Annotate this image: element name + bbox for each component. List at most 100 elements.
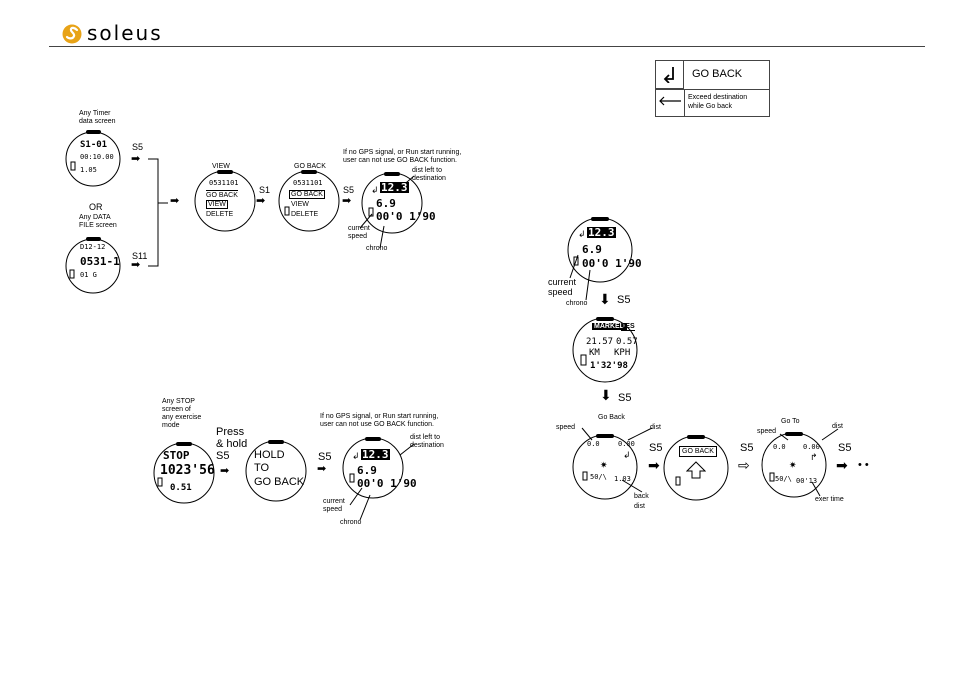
view-delete-item: DELETE [206,211,234,218]
arrow-right-icon: ➡ [131,153,141,165]
gb-back-label-1: back [634,493,649,500]
goback-screen-label: GO BACK [679,446,717,457]
ann-dist-1: dist left to [412,167,442,174]
gb-speed-value: 0.0 [587,440,600,448]
arrow-right-icon: ➡ [317,463,327,475]
stop-caption-2: screen of [162,406,191,413]
ann3-chrono: chrono [566,300,588,307]
stop-dist: 0.51 [170,483,192,493]
ann-speed-2: speed [348,233,368,240]
stop-word: STOP [163,449,190,462]
hold-1: HOLD [254,449,285,461]
brand-name: soleus [87,21,163,45]
data-caption-2: FILE screen [79,222,117,229]
ann2-chrono: chrono [340,519,362,526]
val-left: 21.57 [586,337,614,347]
up-arrow-icon [686,461,706,479]
press-2: & hold [216,438,248,450]
legend-exceed-line2: while Go back [688,103,732,110]
s5c-label: S5 [649,442,663,454]
return-arrow-icon: ↲ [371,185,379,195]
s5b-label: S5 [618,392,632,404]
legend-box [655,60,770,117]
gt-dist-value: 0.00 [803,443,820,451]
gb-back-label-2: dist [634,503,645,510]
return-arrow-icon: ↲ [623,450,631,460]
run3-chrono: 00'0 1'90 [582,257,642,270]
gb-back-value: 1.03 [614,475,631,483]
goback-title: Go Back [598,414,625,421]
timer-caption-2: data screen [79,118,116,125]
run3-speed: 6.9 [582,243,602,256]
arrow-right-icon: ➡ [648,457,660,473]
s5-label: S5 [132,142,144,152]
view-goback-item: GO BACK [206,190,238,199]
view-view-item: VIEW [206,200,228,209]
data-caption-1: Any DATA [79,214,111,221]
header-divider [49,46,925,47]
ann-speed-1: current [348,225,370,232]
hold-2: TO [254,462,270,474]
val-right: 0.57 [616,337,638,347]
data-line1: D12-12 [80,243,106,251]
gt-speed-label: speed [757,428,777,435]
tab-tes: TES [621,323,635,331]
gb-delete-item: DELETE [291,211,319,218]
satellite-icon: ✷ [789,460,797,470]
gt-speed-value: 0.0 [773,443,786,451]
ann2-dist-2: destination [410,442,444,449]
ann-dist-2: destination [412,175,446,182]
view-caption: VIEW [212,163,230,170]
note2-line1: If no GPS signal, or Run start running, [320,413,439,420]
gt-time-label: exer time [815,496,844,503]
gb-speed-label: speed [556,424,576,431]
ann3-speed-2: speed [548,287,573,297]
note-line1: If no GPS signal, or Run start running, [343,149,462,156]
run2-dist: 12.3 [361,448,390,461]
arrow-right-icon: ➡ [131,259,141,271]
satellite-icon: ✷ [600,460,608,470]
gb-goback-item: GO BACK [289,190,325,199]
timer-caption-1: Any Timer [79,110,111,117]
press-3: S5 [216,450,230,462]
return-arrow-icon: ↱ [810,452,818,462]
return-arrow-icon: ↲ [578,229,586,239]
legend-exceed-line1: Exceed destination [688,94,748,101]
s5a-label: S5 [617,294,631,306]
data-line2: 0531-1 [80,255,120,268]
legend-goback-label: GO BACK [692,68,743,80]
stop-time: 1023'56 [160,463,215,478]
ann2-dist-1: dist left to [410,434,440,441]
ann3-speed-1: current [548,277,577,287]
hold-3: GO BACK [254,476,305,488]
gt-dist-label: dist [832,423,843,430]
gb-date: 0531101 [293,179,323,187]
run-speed: 6.9 [376,197,396,210]
gt-50: 50/\ [775,475,792,483]
return-arrow-icon: ↲ [352,451,360,461]
s5b-label: S5 [343,185,355,195]
arrow-right-icon: ➡ [256,195,266,207]
timer-line3: 1.05 [80,166,97,174]
or-label: OR [89,202,103,212]
timer-line1: S1-01 [80,140,108,150]
gb-view-item: VIEW [291,201,309,208]
arrow-right-icon: ➡ [170,195,180,207]
gt-time-value: 00'13 [796,477,818,485]
lap-time: 1'32'98 [590,361,628,371]
run-chrono: 00'0 1'90 [376,210,436,223]
unit-right: KPH [614,348,631,358]
run-dist: 12.3 [380,181,409,194]
ann2-speed-1: current [323,498,345,505]
s5d-label: S5 [740,442,754,454]
run2-speed: 6.9 [357,464,377,477]
gb-dist-label: dist [650,424,661,431]
tab-marked: MARKED [592,323,627,330]
run2-chrono: 00'0 1'90 [357,477,417,490]
unit-left: KM [589,348,600,358]
arrow-down-icon: ⬇ [599,291,611,307]
note-line2: user can not use GO BACK function. [343,157,458,164]
timer-line2: 00:10.00 [80,153,114,161]
